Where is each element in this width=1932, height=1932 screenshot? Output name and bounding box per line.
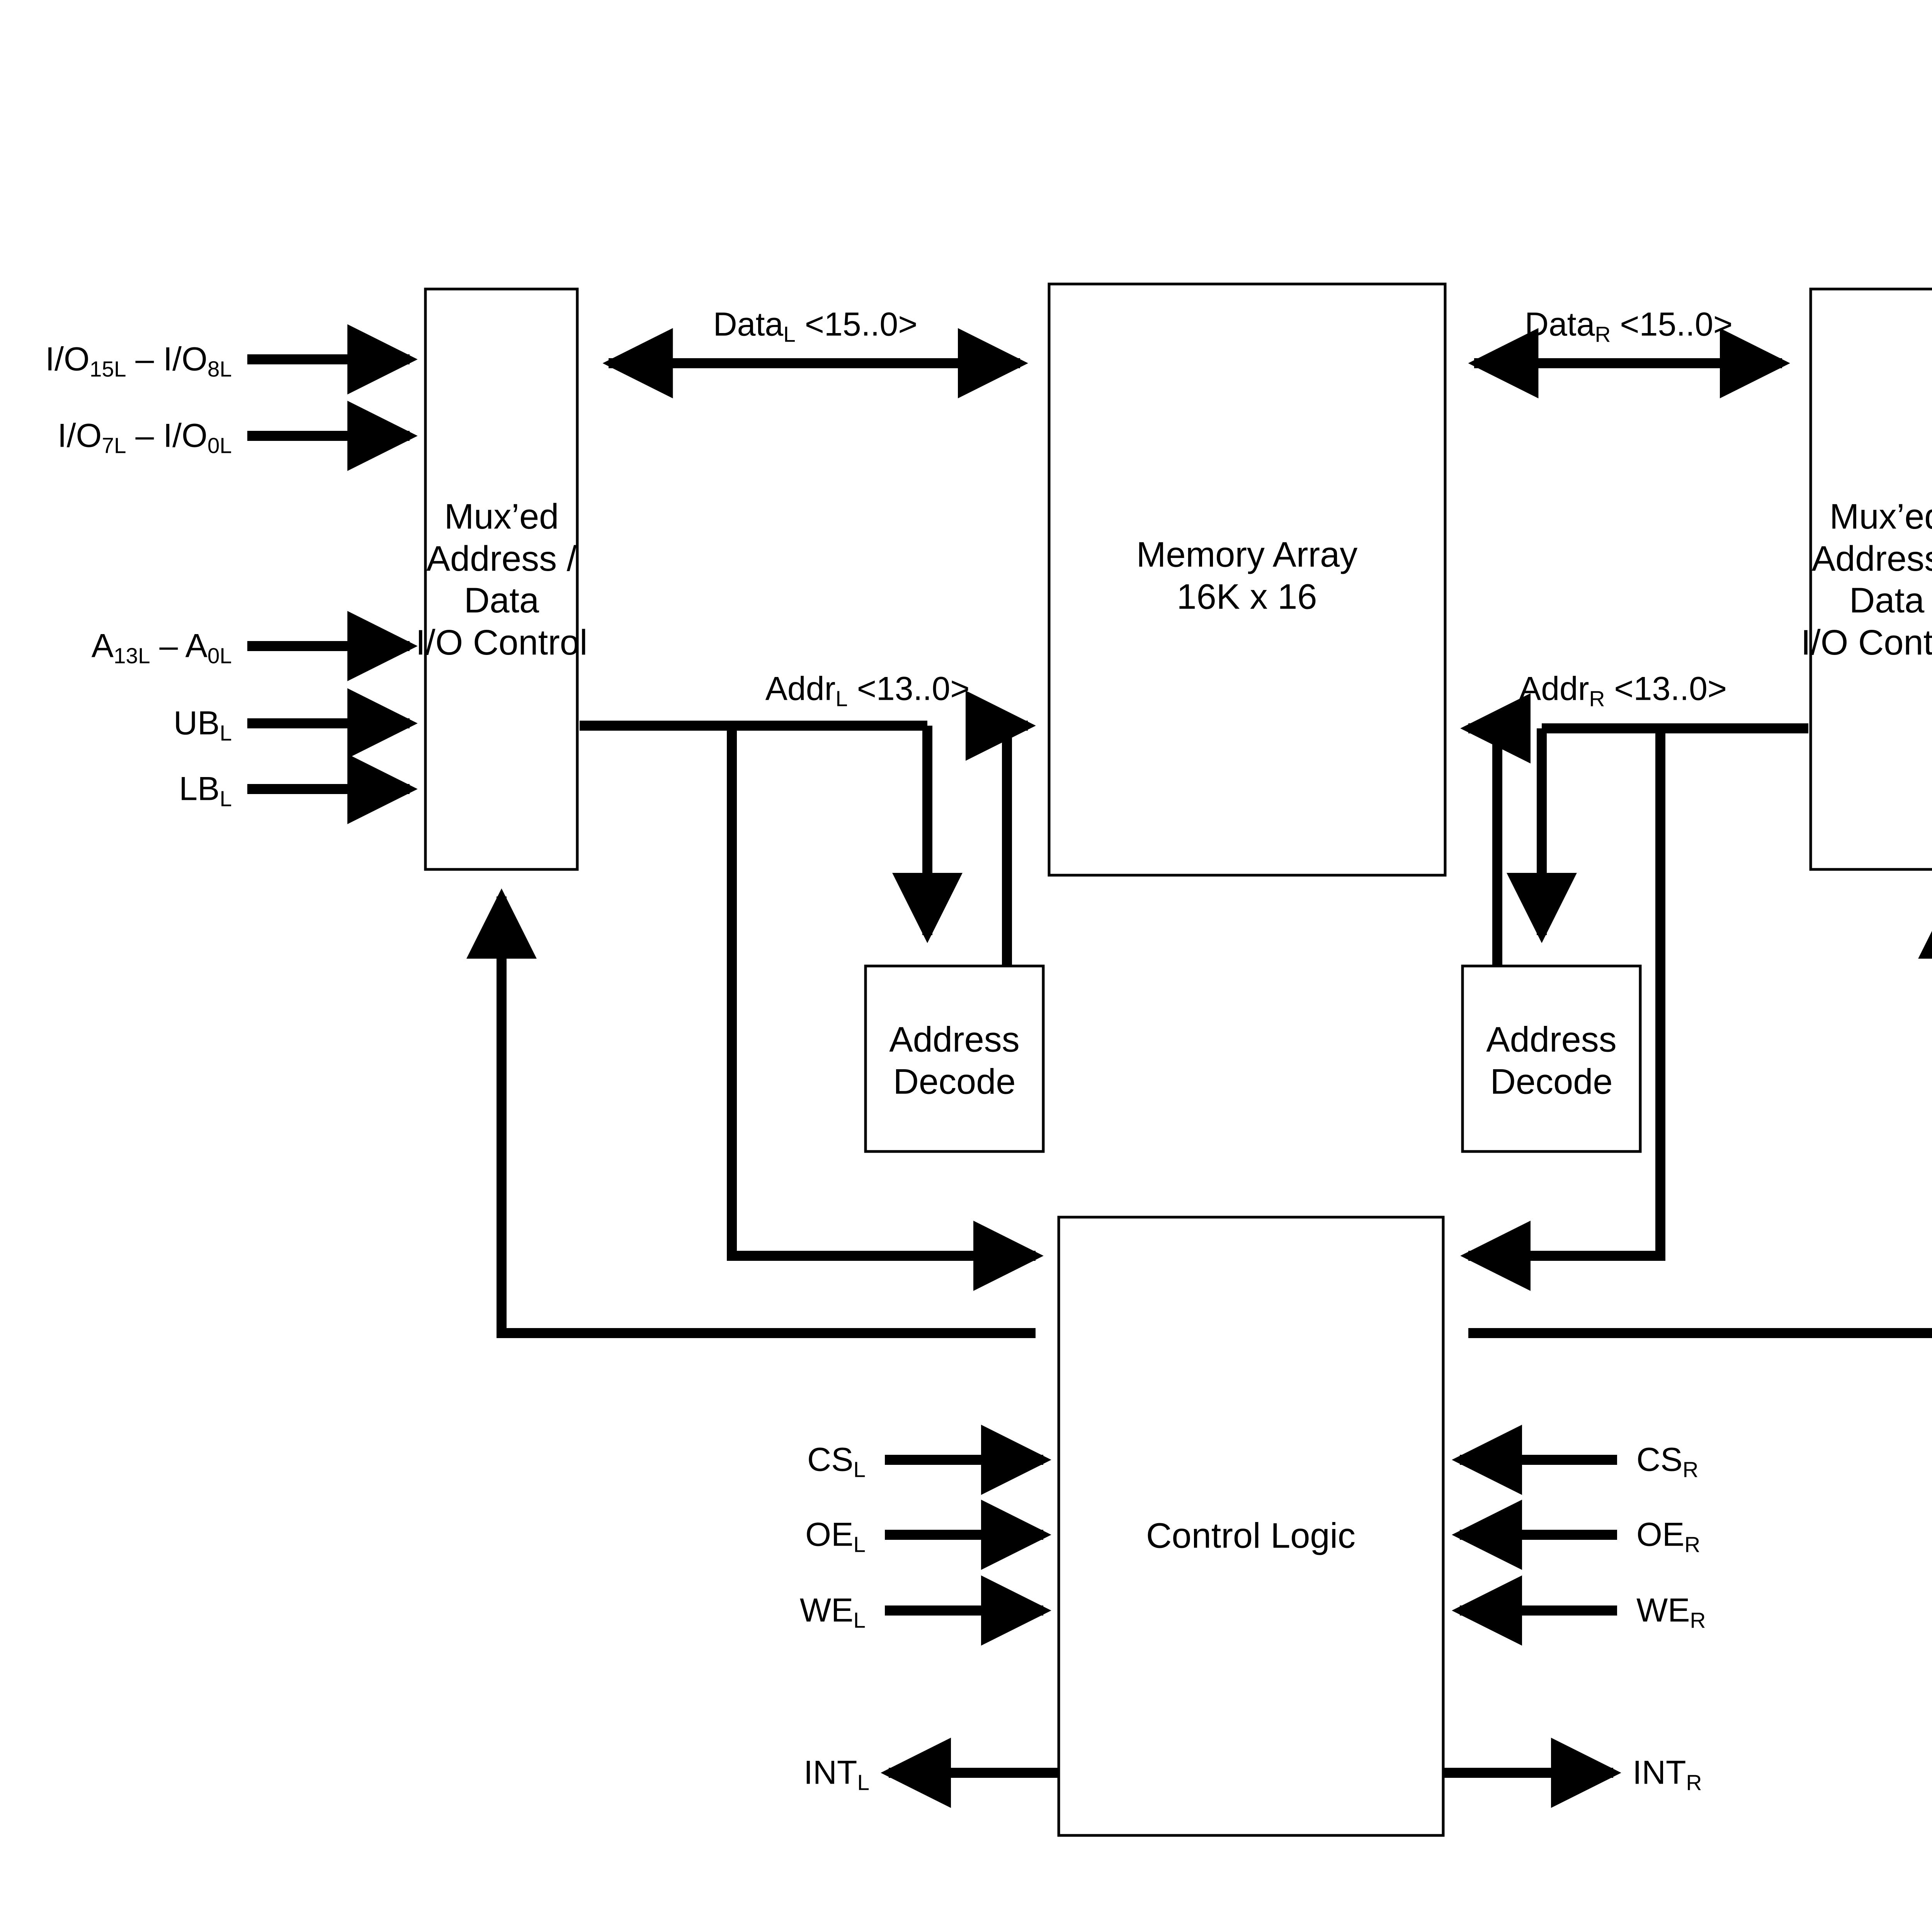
- address-decode-left-line1: Address: [889, 1020, 1020, 1060]
- control-label-int-right: INTR: [1633, 1754, 1702, 1795]
- mux-left-block: [424, 287, 579, 871]
- address-decode-left-block: [864, 964, 1045, 1153]
- bus-label-addr-left: AddrL <13..0>: [765, 670, 970, 711]
- bus-addr-left-to-control: [727, 726, 1044, 1291]
- mux-left-label: Mux’ed Address / Data I/O Control: [416, 496, 588, 663]
- control-logic-label: Control Logic: [1146, 1515, 1355, 1557]
- address-decode-right-line2: Decode: [1490, 1062, 1613, 1101]
- memory-array-line2: 16K x 16: [1177, 577, 1317, 616]
- address-decode-right-block: [1461, 964, 1642, 1153]
- port-label-io-hi-left: I/O15L – I/O8L: [45, 340, 232, 382]
- mux-left-line1: Mux’ed: [444, 497, 559, 536]
- wire-control-to-mux-left: [466, 888, 1036, 1338]
- mux-left-line2: Address /: [426, 539, 577, 578]
- mux-right-line3: Data: [1849, 581, 1925, 620]
- control-label-cs-left: CSL: [807, 1441, 866, 1482]
- control-logic-block: [1057, 1216, 1445, 1837]
- mux-right-line2: Address /: [1811, 539, 1932, 578]
- memory-array-line1: Memory Array: [1136, 535, 1358, 575]
- control-logic-line1: Control Logic: [1146, 1516, 1356, 1556]
- control-label-cs-right: CSR: [1636, 1441, 1699, 1482]
- address-decode-right-label: Address Decode: [1486, 1019, 1617, 1102]
- control-label-we-left: WEL: [799, 1592, 866, 1633]
- wire-control-to-mux-right: [1468, 888, 1932, 1338]
- mux-right-block: [1809, 287, 1932, 871]
- control-label-we-right: WER: [1636, 1592, 1706, 1633]
- mux-left-line4: I/O Control: [415, 622, 588, 662]
- port-label-addr-left: A13L – A0L: [91, 627, 232, 668]
- bus-label-data-left: DataL <15..0>: [713, 306, 918, 347]
- bus-label-data-right: DataR <15..0>: [1524, 306, 1733, 347]
- mux-right-line4: I/O Control: [1801, 622, 1932, 662]
- bus-decode-left-to-memory: [965, 690, 1036, 966]
- port-label-lb-left: LBL: [179, 770, 232, 811]
- mux-right-label: Mux’ed Address / Data I/O Control: [1801, 496, 1932, 663]
- address-decode-right-line1: Address: [1486, 1020, 1617, 1060]
- control-label-oe-left: OEL: [805, 1516, 866, 1557]
- control-label-oe-right: OER: [1636, 1516, 1701, 1557]
- port-label-ub-left: UBL: [173, 704, 232, 746]
- mux-left-line3: Data: [464, 581, 539, 620]
- bus-label-addr-right: AddrR <13..0>: [1519, 670, 1727, 711]
- address-decode-left-line2: Decode: [893, 1062, 1016, 1101]
- address-decode-left-label: Address Decode: [889, 1019, 1020, 1102]
- port-label-io-lo-left: I/O7L – I/O0L: [57, 417, 232, 458]
- mux-right-line1: Mux’ed: [1829, 497, 1932, 536]
- memory-array-block: [1048, 282, 1447, 877]
- memory-array-label: Memory Array 16K x 16: [1136, 534, 1358, 617]
- bus-decode-right-to-memory: [1460, 693, 1531, 966]
- control-label-int-left: INTL: [803, 1754, 869, 1795]
- bus-addr-right-to-control: [1460, 728, 1665, 1291]
